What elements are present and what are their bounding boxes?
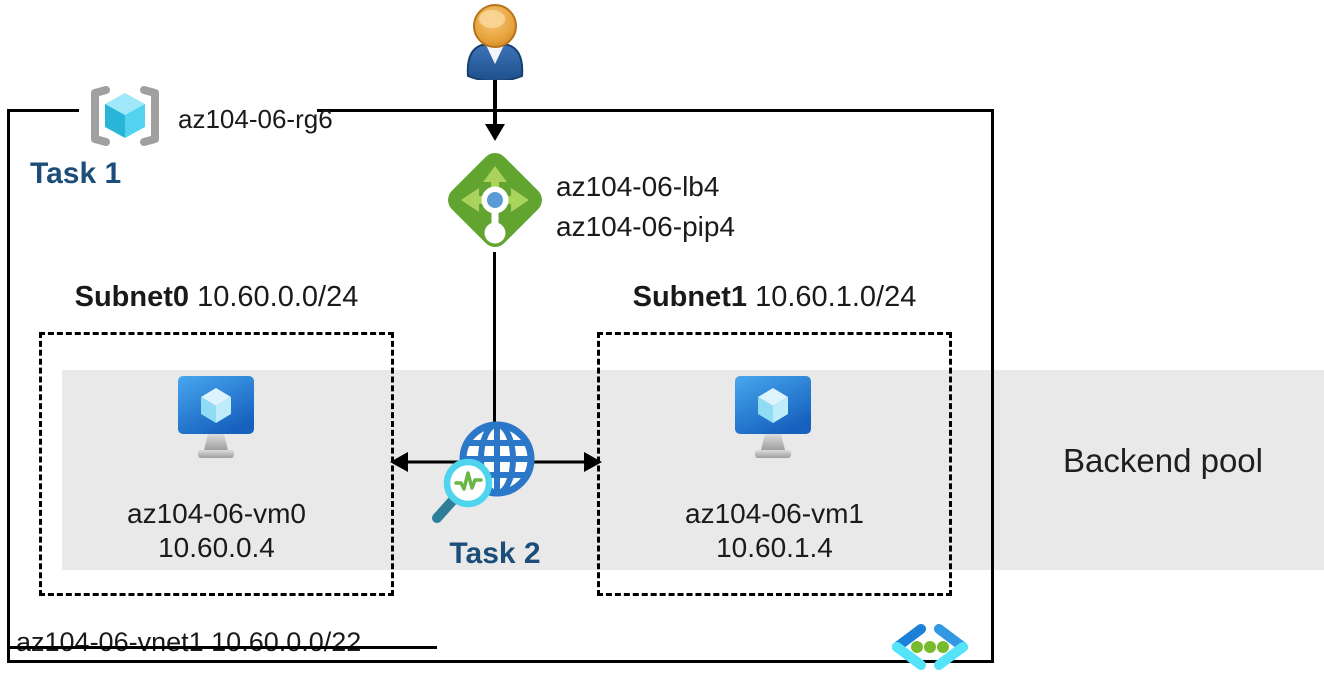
task2-label: Task 2 xyxy=(449,537,541,570)
vnet-cidr-label: 10.60.0.0/22 xyxy=(211,627,362,657)
subnet0-name: Subnet0 xyxy=(74,281,190,313)
subnet1-header: Subnet1 10.60.1.0/24 xyxy=(597,281,952,314)
vnet-label: az104-06-vnet1 10.60.0.0/22 xyxy=(16,627,361,658)
vm-name-label: az104-06-vm0 xyxy=(127,498,306,529)
vnet-label-strike-line xyxy=(8,646,437,649)
pip-name-label: az104-06-pip4 xyxy=(556,211,736,242)
subnet1-name: Subnet1 xyxy=(632,281,748,313)
resource-group-icon xyxy=(82,84,168,148)
vm-ip-label: 10.60.1.4 xyxy=(716,532,833,563)
subnet0-header: Subnet0 10.60.0.0/24 xyxy=(39,281,394,314)
vm-icon xyxy=(732,373,814,463)
virtual-network-icon xyxy=(887,621,973,673)
resource-group-label: az104-06-rg6 xyxy=(178,104,333,134)
resource-group-box xyxy=(7,109,994,663)
subnet0-cidr: 10.60.0.0/24 xyxy=(197,281,359,313)
vm-ip-label: 10.60.0.4 xyxy=(158,532,275,563)
vm-icon xyxy=(175,373,257,463)
backend-pool-label: Backend pool xyxy=(1063,442,1263,479)
vnet-name-label: az104-06-vnet1 xyxy=(16,627,204,657)
task1-label: Task 1 xyxy=(30,157,122,190)
load-balancer-icon xyxy=(439,146,551,260)
subnet1-box xyxy=(597,332,952,596)
backend-pool-band xyxy=(62,370,1324,570)
vm-name-label: az104-06-vm1 xyxy=(685,498,864,529)
network-watcher-icon xyxy=(427,415,567,525)
subnet0-box xyxy=(39,332,394,596)
lb-name-label: az104-06-lb4 xyxy=(556,171,720,202)
user-icon xyxy=(458,2,532,80)
subnet1-cidr: 10.60.1.0/24 xyxy=(755,281,917,313)
